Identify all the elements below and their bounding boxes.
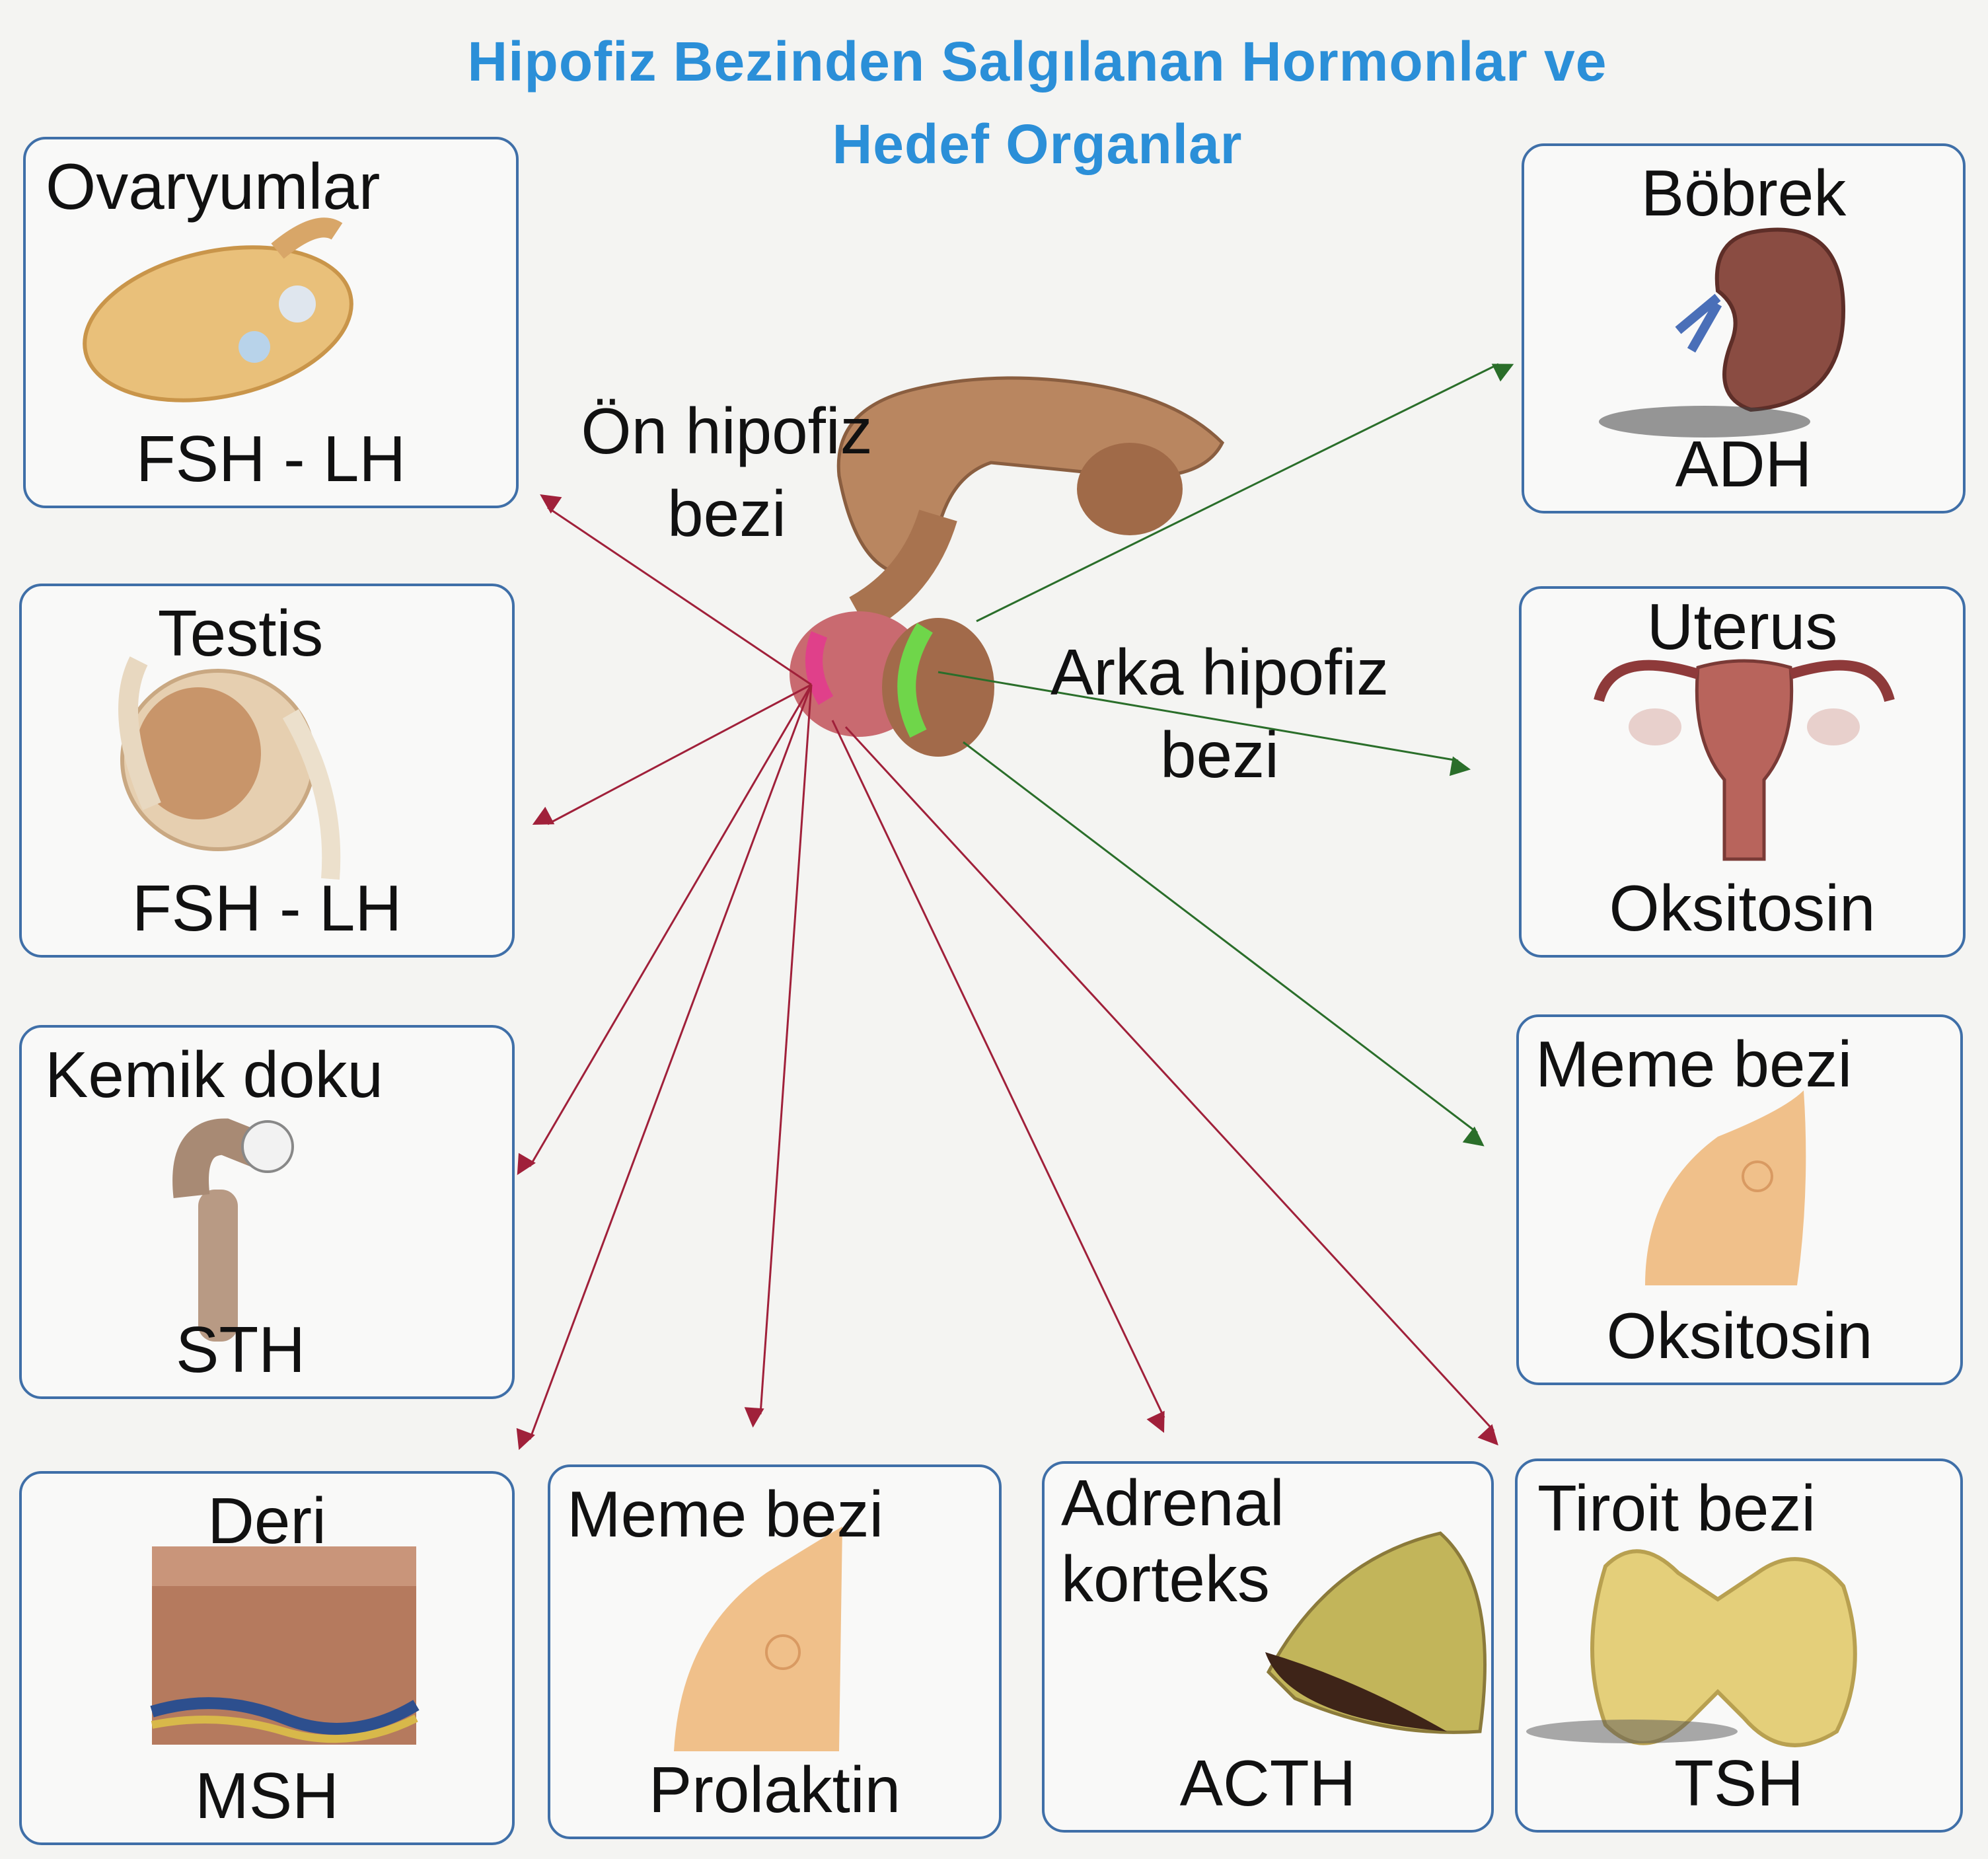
organ-box-mammary-bottom: Meme bezi Prolaktin: [548, 1464, 1002, 1839]
thyroid-illustration: [1526, 1549, 1857, 1747]
organ-box-bone: Kemik doku STH: [19, 1025, 515, 1399]
arrow-to-kidney: [976, 363, 1514, 623]
hormone-label: Oksitosin: [1609, 872, 1876, 944]
arrow-to-bone: [517, 684, 813, 1176]
hormone-label: ACTH: [1179, 1747, 1356, 1819]
organ-name-2: korteks: [1061, 1542, 1270, 1615]
organ-name: Ovaryumlar: [46, 150, 381, 223]
arrow-to-ovaries: [540, 494, 812, 686]
arrow-to-mammary-right: [963, 741, 1485, 1147]
organ-name: Böbrek: [1640, 157, 1847, 229]
mammary-gland-right-illustration: [1645, 1090, 1806, 1285]
organ-name-1: Adrenal: [1061, 1466, 1284, 1539]
organ-name: Deri: [207, 1484, 326, 1557]
arrow-to-adrenal: [831, 720, 1165, 1433]
uterus-illustration: [1594, 659, 1895, 861]
hormone-label: ADH: [1675, 428, 1812, 500]
organ-box-testis: Testis FSH - LH: [19, 584, 515, 958]
hormone-label: Oksitosin: [1606, 1299, 1873, 1372]
testis-illustration: [118, 656, 341, 880]
kidney-illustration: [1599, 227, 1846, 437]
arrow-to-uterus: [938, 671, 1471, 777]
arrow-to-thyroid: [844, 726, 1498, 1446]
title-line-2: Hedef Organlar: [832, 113, 1243, 175]
ovary-illustration: [83, 217, 353, 402]
hormone-label: Prolaktin: [648, 1753, 901, 1826]
arrow-to-skin: [516, 684, 813, 1451]
anterior-label-line-2: bezi: [667, 477, 786, 550]
hormone-label: FSH - LH: [135, 422, 406, 495]
organ-name: Kemik doku: [45, 1038, 384, 1111]
adrenal-illustration: [1265, 1531, 1487, 1734]
arrow-to-testis: [532, 683, 812, 825]
organ-name: Meme bezi: [567, 1478, 884, 1550]
posterior-label-line-1: Arka hipofiz: [1050, 636, 1389, 708]
anterior-label-line-1: Ön hipofiz: [581, 395, 873, 467]
hormone-label: MSH: [195, 1759, 339, 1832]
hormone-label: STH: [176, 1313, 305, 1386]
mammary-gland-illustration: [674, 1527, 842, 1751]
anterior-pituitary-label: Ön hipofiz bezi: [548, 390, 905, 555]
posterior-label-line-2: bezi: [1160, 718, 1279, 791]
arrow-to-mammary-gland: [744, 684, 813, 1428]
bone-illustration: [172, 1118, 294, 1342]
skin-illustration: [150, 1546, 420, 1745]
organ-name: Tiroit bezi: [1537, 1472, 1816, 1544]
posterior-pituitary-label: Arka hipofiz bezi: [1021, 631, 1418, 796]
pituitary-gland-illustration: [790, 376, 1225, 757]
organ-name: Uterus: [1646, 590, 1838, 663]
organ-name: Meme bezi: [1535, 1028, 1853, 1100]
hormone-label: FSH - LH: [131, 872, 402, 944]
title-line-1: Hipofiz Bezinden Salgılanan Hormonlar ve: [467, 30, 1607, 93]
organ-box-skin: Deri MSH: [19, 1471, 515, 1845]
organ-name: Testis: [157, 597, 324, 669]
hormone-label: TSH: [1674, 1747, 1804, 1819]
